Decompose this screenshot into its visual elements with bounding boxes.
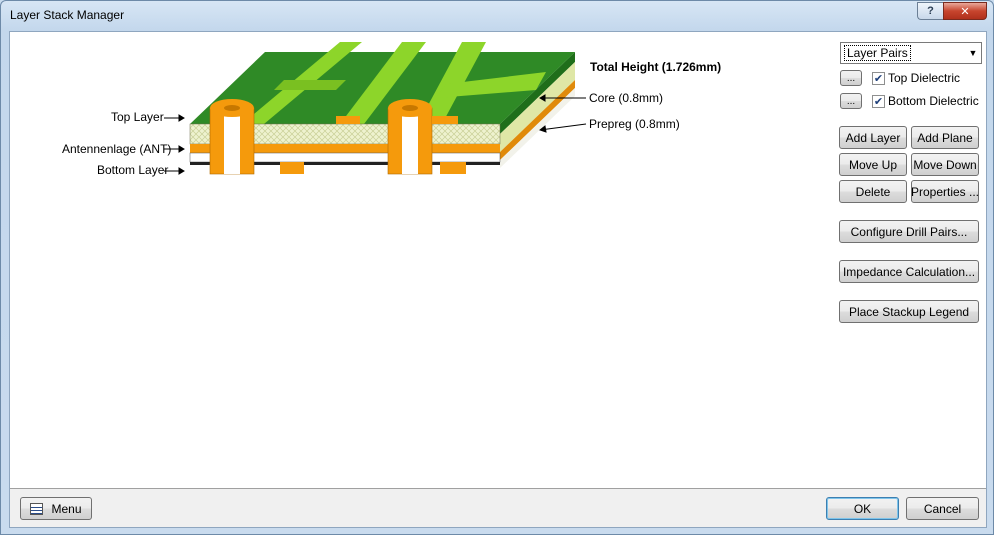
ok-button[interactable]: OK bbox=[826, 497, 899, 520]
checkmark-icon: ✔ bbox=[873, 95, 884, 108]
arrow-core-head bbox=[539, 94, 546, 102]
arrow-top-layer-head bbox=[178, 114, 185, 122]
bottom-pad-2 bbox=[440, 162, 466, 174]
bottom-dielectric-properties-button[interactable]: ... bbox=[840, 93, 862, 109]
trace-4 bbox=[274, 80, 346, 90]
bottom-dielectric-checkbox[interactable]: ✔ bbox=[872, 94, 885, 108]
impedance-calculation-button[interactable]: Impedance Calculation... bbox=[839, 260, 979, 283]
move-down-button[interactable]: Move Down bbox=[911, 153, 979, 176]
inner-copper-front bbox=[190, 144, 500, 153]
dialog-footer: Menu OK Cancel bbox=[10, 489, 986, 527]
caption-buttons: ? ✕ bbox=[917, 2, 987, 20]
trace-2 bbox=[340, 42, 426, 124]
title-bar: Layer Stack Manager ? ✕ bbox=[1, 1, 993, 31]
top-dielectric-properties-button[interactable]: ... bbox=[840, 70, 862, 86]
arrow-antenna-layer-head bbox=[178, 145, 185, 153]
board-side-copper bbox=[500, 80, 575, 160]
configure-drill-pairs-button[interactable]: Configure Drill Pairs... bbox=[839, 220, 979, 243]
board-side-core bbox=[500, 62, 575, 152]
layer-arrows bbox=[164, 94, 587, 175]
arrow-prepreg bbox=[539, 123, 587, 131]
stackup-diagram bbox=[164, 42, 587, 175]
dialog-client-area: Total Height (1.726mm) Core (0.8mm) Prep… bbox=[9, 31, 987, 528]
stackup-canvas: Total Height (1.726mm) Core (0.8mm) Prep… bbox=[10, 32, 986, 489]
via-2-hole bbox=[402, 112, 418, 174]
chevron-down-icon[interactable]: ▼ bbox=[968, 48, 978, 58]
arrow-bottom-layer-head bbox=[178, 167, 185, 175]
via-1-drill bbox=[224, 105, 240, 111]
top-dielectric-label: Top Dielectric bbox=[888, 71, 961, 85]
arrow-prepreg-head bbox=[538, 125, 547, 133]
close-button[interactable]: ✕ bbox=[943, 2, 987, 20]
move-up-button[interactable]: Move Up bbox=[839, 153, 907, 176]
total-height-label: Total Height (1.726mm) bbox=[590, 60, 722, 74]
delete-button[interactable]: Delete bbox=[839, 180, 907, 203]
bottom-layer-label[interactable]: Bottom Layer bbox=[97, 163, 169, 177]
bottom-edge bbox=[190, 162, 500, 165]
via-2-drill bbox=[402, 105, 418, 111]
place-stackup-legend-button[interactable]: Place Stackup Legend bbox=[839, 300, 979, 323]
add-plane-button[interactable]: Add Plane bbox=[911, 126, 979, 149]
cancel-button[interactable]: Cancel bbox=[906, 497, 979, 520]
menu-label: Menu bbox=[51, 501, 82, 516]
bottom-dielectric-row: ... ✔ Bottom Dielectric bbox=[840, 92, 979, 110]
view-mode-selected: Layer Pairs bbox=[844, 45, 911, 61]
trace-5 bbox=[436, 72, 546, 98]
top-dielectric-row: ... ✔ Top Dielectric bbox=[840, 69, 960, 87]
antenna-layer-label[interactable]: Antennenlage (ANT) bbox=[62, 142, 172, 156]
checkmark-icon: ✔ bbox=[873, 72, 884, 85]
trace-3 bbox=[418, 42, 486, 124]
properties-button[interactable]: Properties ... bbox=[911, 180, 979, 203]
help-button[interactable]: ? bbox=[917, 2, 943, 20]
view-mode-value: Layer Pairs bbox=[844, 45, 965, 61]
board-side-mask bbox=[500, 52, 575, 134]
menu-button[interactable]: Menu bbox=[20, 497, 92, 520]
board-side-prepreg bbox=[500, 88, 575, 168]
top-pad-1 bbox=[336, 116, 360, 124]
top-layer-label[interactable]: Top Layer bbox=[111, 110, 164, 124]
add-layer-button[interactable]: Add Layer bbox=[839, 126, 907, 149]
bottom-pad-1 bbox=[280, 162, 304, 174]
window-title: Layer Stack Manager bbox=[10, 8, 125, 22]
via-1-hole bbox=[224, 112, 240, 174]
core-label: Core (0.8mm) bbox=[589, 91, 664, 105]
prepreg-label: Prepreg (0.8mm) bbox=[589, 117, 680, 131]
top-pad-2 bbox=[432, 116, 458, 124]
menu-icon bbox=[30, 502, 44, 515]
bottom-dielectric-label: Bottom Dielectric bbox=[888, 94, 979, 108]
top-dielectric-checkbox[interactable]: ✔ bbox=[872, 71, 885, 85]
view-mode-select[interactable]: Layer Pairs ▼ bbox=[840, 42, 982, 64]
